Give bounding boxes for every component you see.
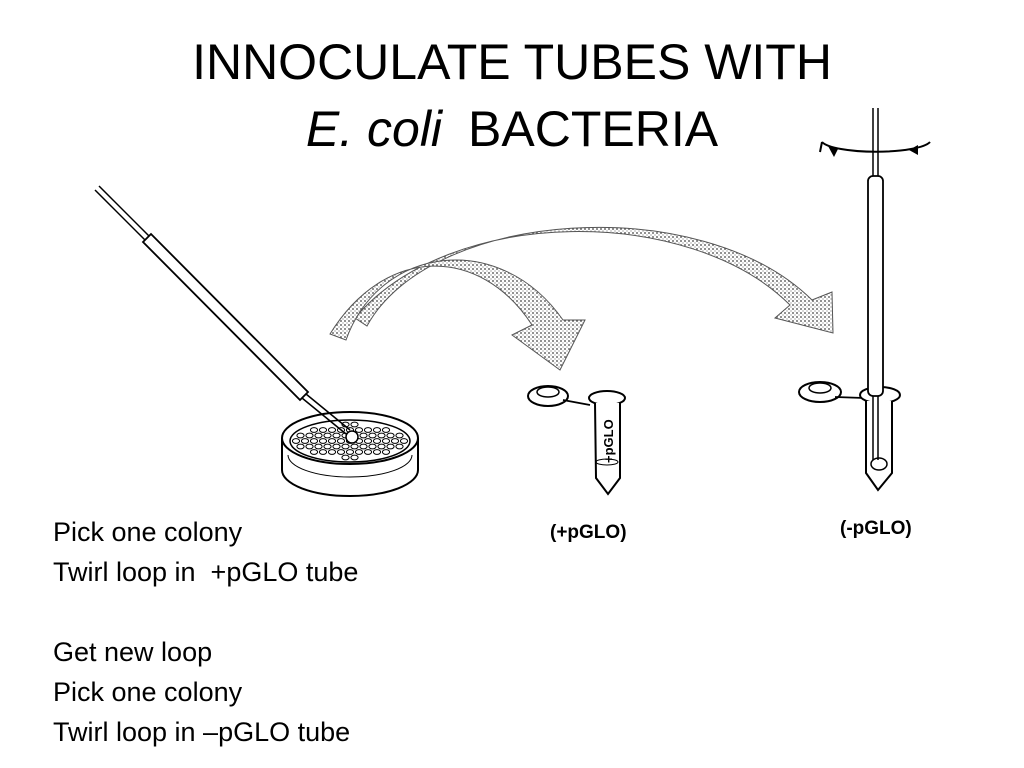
colony bbox=[363, 449, 373, 455]
colony bbox=[381, 449, 391, 455]
colony bbox=[377, 443, 386, 450]
slide-title-line-1: INNOCULATE TUBES WITH bbox=[0, 34, 1024, 90]
colony bbox=[377, 432, 386, 439]
colony bbox=[309, 427, 319, 433]
instruction-step: Twirl loop in +pGLO tube bbox=[53, 557, 359, 587]
colony bbox=[395, 432, 404, 439]
tube-label: +pGLO bbox=[601, 419, 616, 463]
transfer-arrow-to-minus-tube bbox=[354, 226, 834, 334]
colony bbox=[336, 438, 346, 444]
colony bbox=[341, 443, 350, 450]
colony bbox=[381, 438, 391, 444]
instructions-list: Pick one colony Twirl loop in +pGLO tube… bbox=[53, 512, 358, 752]
colony bbox=[381, 427, 391, 433]
colony bbox=[318, 427, 328, 433]
petri-dish bbox=[281, 411, 419, 497]
twirl-arrow-left-icon bbox=[828, 146, 838, 157]
colony bbox=[390, 438, 400, 444]
colony bbox=[323, 432, 332, 439]
colony bbox=[318, 449, 328, 455]
colony bbox=[323, 443, 332, 450]
title-text: INNOCULATE TUBES WITH bbox=[192, 34, 832, 90]
colony bbox=[386, 443, 395, 450]
colony bbox=[350, 454, 359, 461]
colony bbox=[350, 443, 359, 450]
colony bbox=[327, 427, 337, 433]
colony bbox=[332, 443, 341, 450]
bacterial-colonies bbox=[291, 421, 409, 461]
colony bbox=[318, 438, 328, 444]
colony bbox=[296, 432, 305, 439]
colony bbox=[372, 427, 382, 433]
colony bbox=[399, 438, 409, 444]
slide-title-line-2: E. coli BACTERIA bbox=[0, 101, 1024, 157]
colony bbox=[372, 449, 382, 455]
twirl-arrow-right-icon bbox=[909, 145, 918, 155]
colony bbox=[309, 438, 319, 444]
microtube-minus-pglo bbox=[798, 108, 931, 492]
colony bbox=[291, 438, 301, 444]
colony bbox=[359, 443, 368, 450]
organism-name: E. coli bbox=[305, 101, 443, 157]
colony bbox=[341, 454, 350, 461]
colony bbox=[300, 438, 310, 444]
instruction-step: Pick one colony bbox=[53, 677, 243, 707]
colony bbox=[368, 432, 377, 439]
colony bbox=[336, 449, 346, 455]
colony bbox=[363, 438, 373, 444]
colony bbox=[354, 449, 364, 455]
colony bbox=[345, 449, 355, 455]
colony bbox=[363, 427, 373, 433]
colony bbox=[354, 427, 364, 433]
title-text-bacteria: BACTERIA bbox=[468, 101, 719, 157]
instruction-step: Get new loop bbox=[53, 637, 213, 667]
instruction-step: Twirl loop in –pGLO tube bbox=[53, 717, 351, 747]
colony bbox=[309, 449, 319, 455]
inoculation-loop-left bbox=[94, 185, 359, 444]
colony bbox=[395, 443, 404, 450]
colony bbox=[296, 443, 305, 450]
colony bbox=[314, 443, 323, 450]
colony bbox=[372, 438, 382, 444]
colony bbox=[305, 432, 314, 439]
microtube-plus-pglo: +pGLO bbox=[527, 385, 626, 496]
colony bbox=[327, 449, 337, 455]
colony bbox=[327, 438, 337, 444]
colony bbox=[332, 432, 341, 439]
instruction-spacer bbox=[53, 592, 358, 632]
minus-pglo-caption: (-pGLO) bbox=[840, 518, 912, 539]
colony bbox=[305, 443, 314, 450]
colony bbox=[314, 432, 323, 439]
colony bbox=[386, 432, 395, 439]
instruction-step: Pick one colony bbox=[53, 517, 243, 547]
colony bbox=[359, 432, 368, 439]
transfer-arrow-to-plus-tube bbox=[329, 259, 586, 371]
plus-pglo-caption: (+pGLO) bbox=[550, 522, 627, 543]
colony bbox=[368, 443, 377, 450]
colony bbox=[350, 421, 359, 428]
